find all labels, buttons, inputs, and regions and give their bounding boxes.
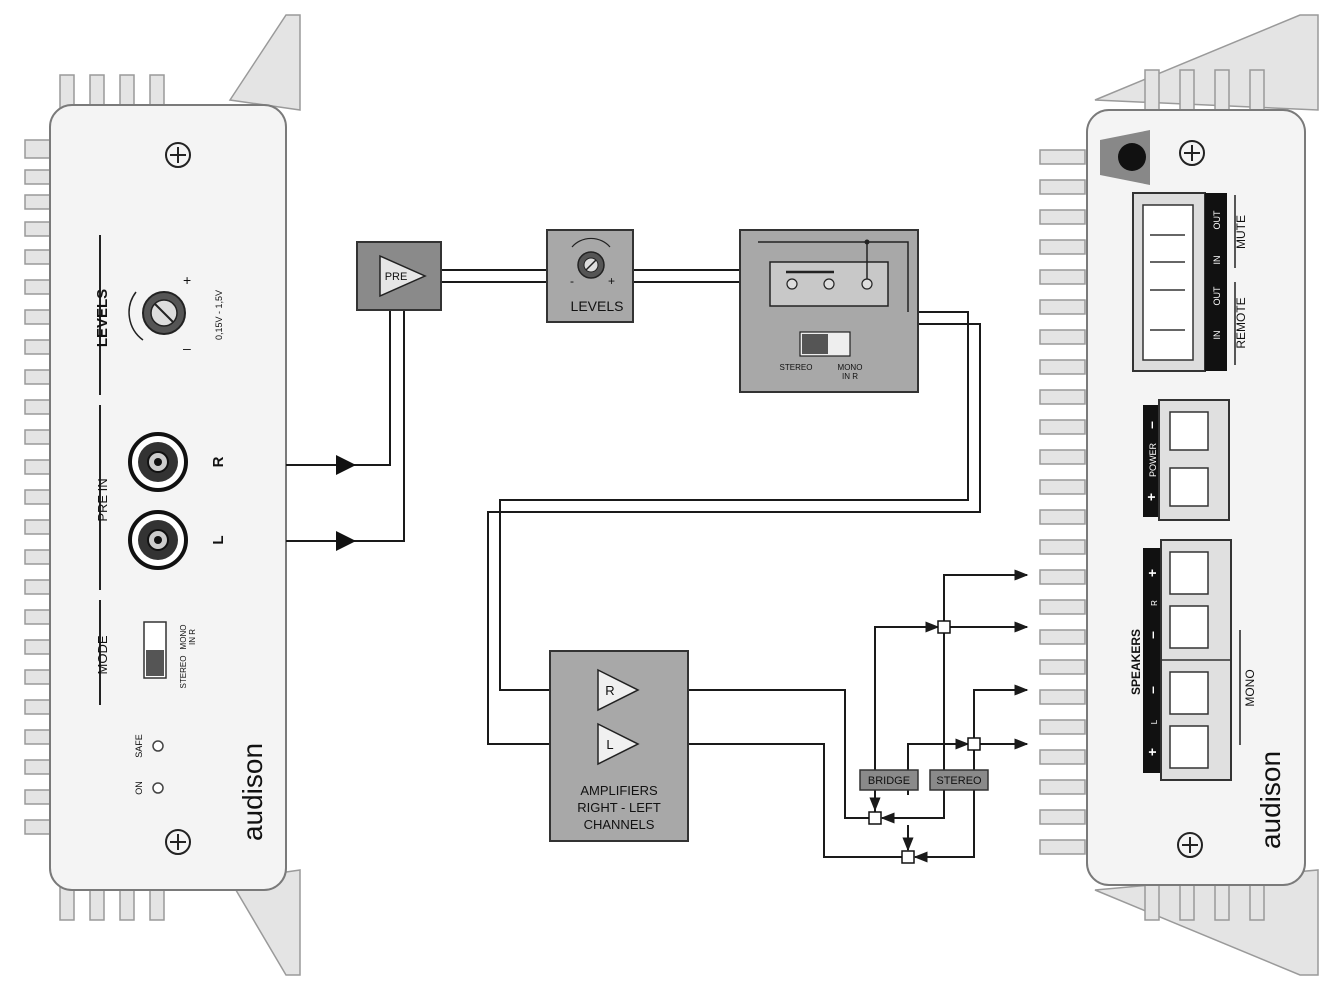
pre-label: PRE [385,271,408,283]
junction-nodes [868,620,981,864]
wire-l-to-pre [286,310,405,542]
mode-switch-block: STEREO MONO IN R [739,229,919,393]
left-level-plus: + [183,272,191,288]
speakers-terminal[interactable] [1143,539,1232,781]
left-r-label: R [210,456,227,467]
stereo-tag: STEREO [929,769,989,791]
amp-r-label: R [605,683,614,698]
power-label: POWER [1148,443,1158,478]
screw-icon [1177,832,1203,858]
rca-input-l[interactable] [128,510,188,570]
diagram-mode-switch [799,331,851,357]
left-brand-logo: audison [237,743,268,841]
junction-node [967,737,981,751]
wire-r-plus [943,569,1029,621]
wire-stereo-r-return [880,633,945,824]
arrow-l-icon [336,531,356,551]
mono-label: MONO [1243,669,1257,706]
bridge-label: BRIDGE [868,775,910,787]
left-panel-body [49,104,287,891]
remote-mute-connector[interactable] [1132,192,1227,372]
brand-mark-icon [1100,130,1150,185]
mode-switch[interactable] [143,621,167,679]
level-knob[interactable] [128,291,186,341]
wire-r-to-pre [286,310,391,466]
wire-switch-amp-r [499,311,969,691]
left-amplifier-panel: LEVELS + – 0,15V - 1,5V PRE IN [24,14,301,976]
junction-node [868,811,882,825]
left-safe-label: SAFE [134,734,144,758]
amp-line1: AMPLIFIERS [580,783,658,798]
stereo-label: STEREO [936,775,982,787]
spk-l-minus: – [1144,686,1160,694]
left-levels-section: LEVELS + – 0,15V - 1,5V [94,235,224,395]
arrow-r-icon [336,455,356,475]
mute-in-label: IN [1212,256,1222,265]
speakers-label: SPEAKERS [1129,629,1143,695]
mute-out-label: OUT [1212,210,1222,230]
power-plus: + [1143,493,1159,501]
left-mode-section: MODE STEREO MONO IN R [95,600,197,705]
amp-r-triangle-icon [597,668,640,712]
switch-mono-label: MONO [838,363,863,372]
right-heatsink [1039,14,1319,976]
rca-input-r[interactable] [128,432,188,492]
remote-label: REMOTE [1234,297,1248,348]
left-pre-in-label: PRE IN [95,478,110,521]
screw-icon [1179,140,1205,166]
left-mode-mono-sub: IN R [188,629,197,645]
levels-plus: + [608,274,615,288]
wire-l-minus [973,684,1029,738]
left-level-minus: – [183,340,191,356]
amp-l-label: L [606,737,613,752]
wire-amp-l-out [638,743,903,858]
remote-in-label: IN [1212,331,1222,340]
junction-node [937,620,951,634]
left-mode-mono: MONO [179,625,188,650]
power-terminal[interactable] [1143,399,1230,521]
levels-block: - + LEVELS [546,229,634,323]
left-mode-stereo: STEREO [179,656,188,689]
left-on-label: ON [134,781,144,795]
screw-icon [165,829,191,855]
on-led-icon [152,782,164,794]
wire-bridge-to-rplus [874,621,940,770]
left-level-range: 0,15V - 1,5V [214,290,224,340]
junction-node [901,850,915,864]
left-levels-label: LEVELS [94,289,111,347]
signal-flow [286,269,1029,863]
bridge-tag: BRIDGE [859,769,919,791]
right-brand-logo: audison [1255,751,1286,849]
wire-switch-amp-l [487,323,981,745]
left-pre-in-section: PRE IN R L [95,405,227,590]
left-mode-label: MODE [95,635,110,674]
amp-line3: CHANNELS [584,817,655,832]
remote-out-label: OUT [1212,286,1222,306]
right-amplifier-panel: OUT IN OUT IN MUTE REMOTE + POWER – + R [1039,14,1319,976]
left-l-label: L [210,535,227,544]
levels-block-label: LEVELS [571,298,624,314]
left-led-section: SAFE ON [134,734,164,795]
spk-l-plus: + [1144,748,1160,756]
wire-amp-r-out [638,689,870,819]
switch-stereo-label: STEREO [780,363,813,372]
switch-mono-sub: IN R [842,372,858,381]
spk-l-label: L [1150,719,1159,724]
amp-line2: RIGHT - LEFT [577,800,661,815]
safe-led-icon [152,740,164,752]
power-minus: – [1143,421,1159,429]
screw-icon [165,142,191,168]
levels-minus: - [570,274,574,288]
spk-r-minus: – [1144,631,1160,639]
spk-r-plus: + [1144,569,1160,577]
mute-label: MUTE [1234,215,1248,249]
pre-block: PRE [356,241,442,311]
amplifiers-block: R L AMPLIFIERS RIGHT - LEFT CHANNELS [549,650,689,842]
spk-r-label: R [1150,600,1159,606]
amp-l-triangle-icon [597,722,640,766]
